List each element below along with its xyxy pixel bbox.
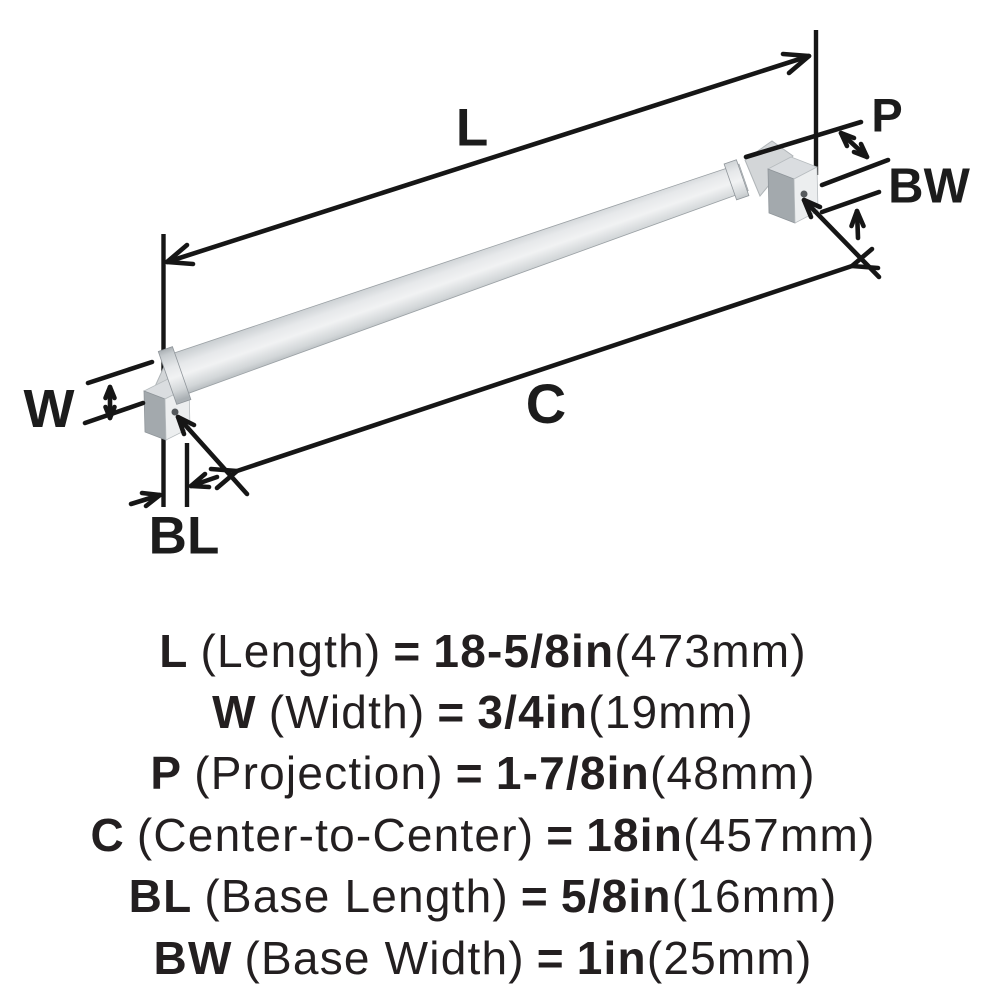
spec-metric: (19mm) — [588, 686, 754, 739]
spec-name: (Projection) — [194, 747, 444, 800]
left-screw-hole — [171, 408, 179, 416]
spec-row-center-to-center: C (Center-to-Center) = 18in (457mm) — [0, 804, 966, 865]
arrowhead-L-right — [780, 51, 812, 76]
grip-bar-group — [157, 159, 750, 405]
spec-equals: = — [393, 624, 422, 677]
spec-row-projection: P (Projection) = 1-7/8in (48mm) — [0, 743, 966, 804]
arrowhead-W-lower — [103, 404, 117, 421]
spec-row-base-width: BW (Base Width) = 1in (25mm) — [0, 927, 966, 988]
arrowhead-P-lower — [851, 141, 870, 160]
dimension-label-projection: P — [871, 88, 903, 142]
spec-name: (Base Width) — [244, 931, 525, 984]
spec-abbr: W — [212, 686, 257, 739]
spec-abbr: L — [159, 624, 189, 677]
spec-value: 18-5/8in — [433, 624, 615, 677]
spec-value: 3/4in — [477, 686, 589, 739]
projection-tick-upper — [743, 119, 864, 160]
arrowhead-leader-right — [801, 197, 823, 220]
spec-equals: = — [520, 870, 549, 923]
spec-metric: (473mm) — [614, 624, 807, 677]
width-tick-upper — [85, 359, 155, 386]
dimension-label-width: W — [23, 379, 75, 439]
spec-metric: (48mm) — [649, 747, 816, 800]
spec-metric: (457mm) — [683, 808, 876, 861]
arrowhead-BL-left — [139, 490, 163, 509]
dimension-line-C — [234, 263, 855, 474]
spec-metric: (25mm) — [646, 931, 813, 984]
spec-abbr: BW — [153, 931, 233, 984]
spec-metric: (16mm) — [671, 870, 838, 923]
spec-value: 1-7/8in — [495, 747, 650, 800]
grip-bar — [168, 163, 749, 396]
arrowhead-leader-left — [175, 414, 197, 437]
spec-equals: = — [437, 686, 466, 739]
spec-name: (Length) — [200, 624, 382, 677]
left-ferrule — [157, 346, 192, 405]
spec-abbr: P — [150, 747, 183, 800]
arrowhead-P-upper — [838, 130, 857, 149]
dimension-label-length: L — [455, 98, 489, 158]
leader-line-left — [175, 414, 250, 497]
spec-equals: = — [455, 747, 484, 800]
cabinet-pull-handle — [143, 140, 819, 441]
dimension-line-L — [164, 53, 812, 265]
spec-row-length: L (Length) = 18-5/8in (473mm) — [0, 620, 966, 681]
dimension-label-base-length: BL — [148, 506, 220, 566]
spec-abbr: C — [90, 808, 125, 861]
spec-equals: = — [546, 808, 575, 861]
right-ferrule — [723, 159, 750, 201]
arrowhead-BW — [849, 208, 866, 229]
spec-abbr: BL — [128, 870, 193, 923]
spec-row-base-length: BL (Base Length) = 5/8in (16mm) — [0, 866, 966, 927]
spec-name: (Width) — [268, 686, 426, 739]
base-width-tick — [819, 189, 882, 215]
spec-name: (Base Length) — [204, 870, 509, 923]
arrowhead-L-left — [164, 242, 196, 267]
spec-name: (Center-to-Center) — [136, 808, 535, 861]
spec-equals: = — [536, 931, 565, 984]
left-base-side-face — [143, 390, 167, 441]
spec-value: 1in — [576, 931, 647, 984]
specification-list: L (Length) = 18-5/8in (473mm) W (Width) … — [0, 620, 966, 988]
spec-row-width: W (Width) = 3/4in (19mm) — [0, 681, 966, 742]
spec-value: 5/8in — [560, 870, 672, 923]
spec-value: 18in — [586, 808, 684, 861]
dimension-label-base-width: BW — [888, 159, 970, 214]
projection-tick-lower — [819, 157, 891, 188]
arrowhead-C-left — [208, 466, 240, 491]
dimension-annotations — [82, 51, 891, 509]
arrowhead-BL-right — [188, 471, 212, 490]
dimension-label-center-to-center: C — [525, 372, 567, 435]
right-screw-hole — [800, 190, 808, 198]
arrowhead-W-upper — [103, 384, 117, 401]
leader-line-right — [801, 197, 882, 280]
